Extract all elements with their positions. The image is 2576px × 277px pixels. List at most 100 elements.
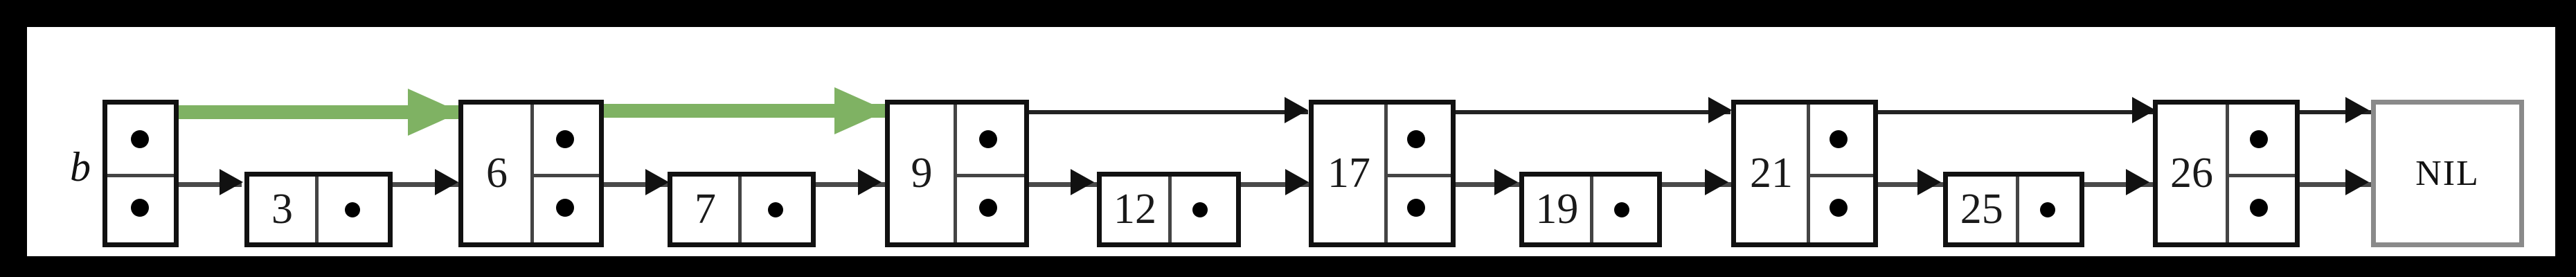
pointer-dot (555, 129, 574, 148)
node-17[interactable]: 17 (1309, 100, 1456, 247)
arrowhead-17-to-19 (1494, 169, 1518, 195)
arrowhead-9-to-12 (1071, 169, 1094, 195)
pointer-column (1809, 105, 1873, 243)
node-key: 3 (249, 177, 319, 242)
node-25[interactable]: 25 (1943, 172, 2084, 247)
pointer-dot (1829, 129, 1848, 148)
arrowhead-19-to-21 (1705, 169, 1728, 195)
pointer-dot (979, 129, 997, 148)
pointer-dot (2249, 129, 2268, 148)
link-26-to-nil-bottom (2275, 182, 2372, 187)
node-key: 25 (1948, 177, 2019, 242)
link-12-to-17 (1217, 182, 1309, 187)
node-3[interactable]: 3 (244, 172, 393, 247)
node-6[interactable]: 6 (458, 100, 604, 247)
pointer-cell-level1[interactable] (2019, 177, 2079, 242)
link-21-to-26 (1848, 110, 2154, 114)
link-17-to-19 (1424, 182, 1521, 187)
arrowhead-17-to-21 (1708, 97, 1732, 123)
node-key: 7 (672, 177, 742, 242)
pointer-dot (345, 202, 360, 217)
pointer-column (2228, 105, 2295, 243)
node-header[interactable] (102, 100, 179, 247)
link-19-to-21 (1634, 182, 1732, 187)
arrowhead-6-to-7 (645, 169, 669, 195)
pointer-cell-level2[interactable] (533, 105, 599, 177)
pointer-dot (1406, 199, 1425, 217)
highlight-arrow-shaft (139, 105, 460, 119)
pointer-dot (131, 199, 149, 217)
node-nil: NIL (2371, 100, 2524, 247)
pointer-cell-level1[interactable] (742, 177, 811, 242)
pointer-column (1172, 177, 1236, 242)
list-pointer-label: b (70, 144, 91, 190)
link-26-to-nil-top (2275, 110, 2372, 114)
pointer-cell-level1[interactable] (319, 177, 388, 242)
pointer-cell-level2[interactable] (1387, 105, 1451, 177)
pointer-column (533, 105, 599, 243)
node-12[interactable]: 12 (1097, 172, 1241, 247)
pointer-dot (2039, 202, 2055, 217)
node-key: 6 (463, 105, 534, 242)
pointer-cell-level2[interactable] (107, 105, 174, 177)
pointer-cell-level1[interactable] (1388, 174, 1451, 243)
pointer-dot (1406, 129, 1425, 148)
highlight-arrow-shaft (581, 104, 887, 118)
arrowhead-26-to-nil-bottom (2345, 169, 2369, 195)
arrowhead-header-to-3 (220, 169, 243, 195)
pointer-dot (1613, 202, 1629, 217)
node-7[interactable]: 7 (668, 172, 816, 247)
link-17-to-21 (1424, 110, 1730, 114)
link-9-to-17 (999, 110, 1308, 114)
pointer-column (319, 177, 388, 242)
pointer-cell-level2[interactable] (1809, 105, 1873, 177)
link-3-to-6 (363, 182, 463, 187)
pointer-column (1387, 105, 1451, 243)
node-key: 17 (1314, 105, 1388, 242)
pointer-column (742, 177, 811, 242)
link-7-to-9 (786, 182, 886, 187)
arrowhead-9-to-17 (1285, 97, 1308, 123)
pointer-cell-level1[interactable] (2229, 174, 2295, 243)
node-key: 12 (1102, 177, 1172, 242)
pointer-column (2019, 177, 2079, 242)
node-19[interactable]: 19 (1519, 172, 1662, 247)
pointer-cell-level1[interactable] (534, 174, 599, 243)
pointer-dot (768, 202, 783, 217)
node-21[interactable]: 21 (1731, 100, 1878, 247)
node-9[interactable]: 9 (885, 100, 1029, 247)
arrowhead-12-to-17 (1285, 169, 1309, 195)
link-25-to-26 (2056, 182, 2153, 187)
pointer-cell-level2[interactable] (957, 105, 1024, 177)
highlight-arrow-header-to-6 (139, 89, 460, 136)
pointer-dot (555, 199, 574, 217)
pointer-cell-level1[interactable] (1172, 177, 1236, 242)
arrowhead-25-to-26 (2126, 169, 2149, 195)
node-key: 26 (2158, 105, 2229, 242)
node-key: 19 (1524, 177, 1593, 242)
pointer-cell-level1[interactable] (1810, 174, 1873, 243)
pointer-dot (131, 129, 149, 148)
arrowhead-7-to-9 (858, 169, 882, 195)
pointer-dot (1192, 202, 1208, 217)
arrowhead-21-to-26 (2132, 97, 2156, 123)
node-26[interactable]: 26 (2153, 100, 2300, 247)
node-key: 9 (890, 105, 957, 242)
link-21-to-25 (1848, 182, 1944, 187)
pointer-column (957, 105, 1024, 242)
highlight-arrow-head (408, 89, 460, 136)
link-header-to-3 (148, 182, 242, 187)
pointer-dot (979, 199, 997, 217)
pointer-cell-level1[interactable] (1593, 177, 1657, 242)
arrowhead-3-to-6 (435, 169, 458, 195)
pointer-column (1593, 177, 1657, 242)
pointer-cell-level2[interactable] (2228, 105, 2295, 177)
pointer-dot (1829, 199, 1848, 217)
pointer-cell-level1[interactable] (957, 174, 1024, 243)
pointer-cell-level1[interactable] (107, 174, 174, 243)
highlight-arrow-head (834, 87, 887, 134)
arrowhead-26-to-nil-top (2345, 97, 2369, 123)
arrowhead-21-to-25 (1917, 169, 1941, 195)
link-6-to-7 (574, 182, 672, 187)
